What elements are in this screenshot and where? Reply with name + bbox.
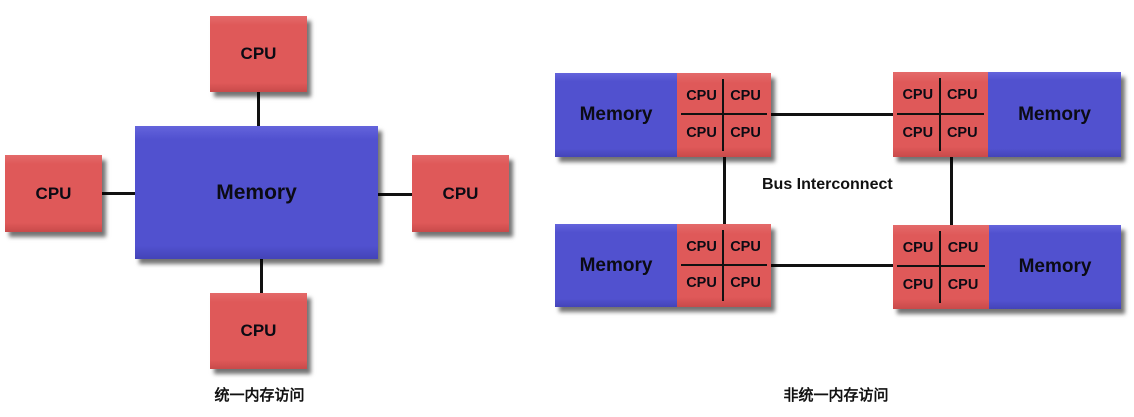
uma-cpu-left: CPU: [5, 155, 102, 232]
numa-bus-left: [723, 157, 726, 224]
numa-memory-label: Memory: [1018, 256, 1092, 277]
numa-node-bottom-right: CPU CPU CPU CPU Memory: [893, 225, 1121, 309]
numa-memory-label: Memory: [579, 104, 653, 125]
uma-connector-right: [378, 193, 412, 196]
numa-cpu: CPU: [947, 277, 979, 293]
uma-cpu-label: CPU: [240, 321, 277, 340]
uma-cpu-bottom: CPU: [210, 293, 307, 369]
numa-cpu: CPU: [897, 231, 941, 267]
numa-cpu: CPU: [681, 265, 724, 301]
numa-cpu: CPU: [730, 275, 761, 292]
numa-cpu: CPU: [730, 125, 761, 141]
numa-memory: Memory: [555, 224, 677, 307]
numa-memory-label: Memory: [1018, 103, 1091, 125]
numa-cpu: CPU: [946, 124, 978, 141]
uma-cpu-right: CPU: [412, 155, 509, 232]
numa-cpu-grid: CPU CPU CPU CPU: [677, 73, 771, 157]
bus-interconnect-label: Bus Interconnect: [762, 176, 893, 193]
numa-node-top-left: Memory CPU CPU CPU CPU: [555, 73, 771, 157]
numa-cpu-grid: CPU CPU CPU CPU: [893, 225, 989, 309]
uma-cpu-label: CPU: [442, 183, 479, 203]
uma-connector-bottom: [260, 259, 263, 293]
numa-cpu-grid: CPU CPU CPU CPU: [893, 72, 988, 157]
uma-cpu-label: CPU: [240, 44, 277, 63]
numa-caption: 非统一内存访问: [783, 386, 889, 404]
numa-bus-bottom: [771, 264, 893, 267]
uma-cpu-top: CPU: [210, 16, 307, 92]
numa-cpu: CPU: [897, 114, 941, 151]
numa-cpu: CPU: [897, 78, 941, 115]
numa-memory-label: Memory: [579, 254, 653, 276]
uma-connector-left: [102, 192, 135, 195]
uma-cpu-label: CPU: [35, 183, 72, 203]
numa-cpu: CPU: [724, 79, 767, 115]
numa-cpu: CPU: [724, 230, 767, 266]
uma-memory-label: Memory: [216, 180, 297, 204]
numa-memory: Memory: [988, 72, 1121, 157]
numa-bus-right: [950, 157, 953, 225]
numa-node-bottom-left: Memory CPU CPU CPU CPU: [555, 224, 771, 307]
numa-cpu: CPU: [681, 79, 724, 115]
numa-bus-top: [771, 113, 893, 116]
numa-cpu-grid: CPU CPU CPU CPU: [677, 224, 771, 307]
numa-cpu: CPU: [681, 230, 724, 266]
uma-connector-top: [257, 92, 260, 126]
numa-cpu: CPU: [940, 78, 984, 115]
numa-memory: Memory: [989, 225, 1121, 309]
numa-memory: Memory: [555, 73, 677, 157]
numa-cpu: CPU: [681, 115, 724, 151]
uma-caption: 统一内存访问: [214, 386, 305, 404]
numa-cpu: CPU: [897, 267, 941, 303]
numa-node-top-right: CPU CPU CPU CPU Memory: [893, 72, 1121, 157]
uma-memory: Memory: [135, 126, 378, 259]
numa-cpu: CPU: [941, 231, 985, 267]
